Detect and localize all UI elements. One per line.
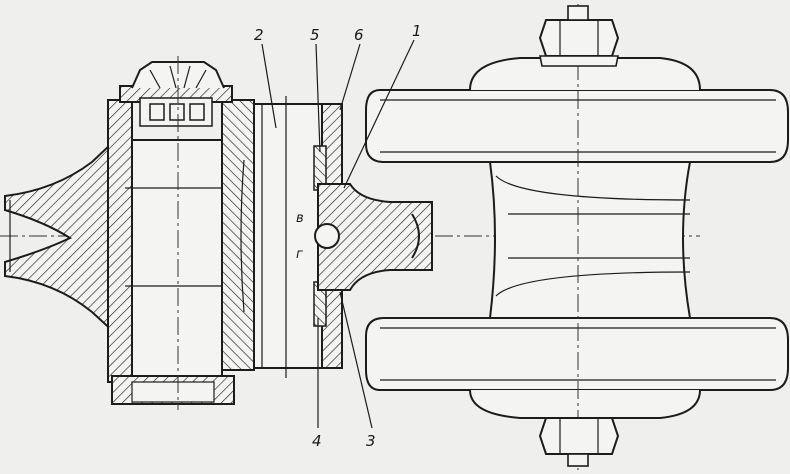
callout-v: в [296, 211, 304, 226]
callout-3: 3 [366, 432, 376, 450]
pin-housing [107, 56, 263, 410]
left-bracket [4, 125, 129, 348]
clevis-plate [253, 96, 325, 378]
leader-lines [261, 39, 415, 429]
callout-2: 2 [254, 26, 264, 44]
callout-5: 5 [310, 26, 320, 44]
top-nut [538, 5, 620, 67]
callout-4: 4 [312, 432, 322, 450]
callout-6: 6 [354, 26, 364, 44]
callout-1: 1 [412, 22, 422, 40]
callout-g: г [296, 247, 303, 262]
bottom-nut [538, 417, 620, 467]
roller-wheel [365, 4, 789, 470]
trunnion-shaft [314, 183, 433, 291]
